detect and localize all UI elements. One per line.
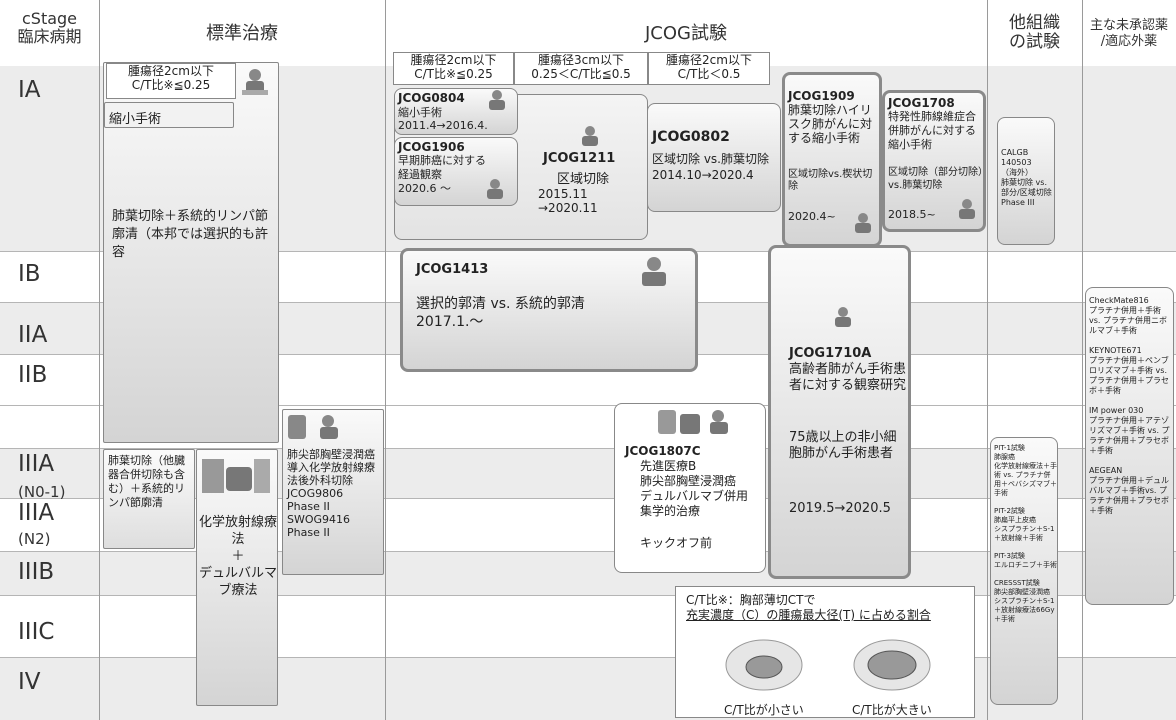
surgeon-icon	[830, 306, 856, 334]
jcog1807c-title: JCOG1807C	[625, 444, 701, 458]
chemo-bag-icon	[656, 406, 736, 440]
header-stage: cStage 臨床病期	[17, 9, 82, 46]
calgb-text: CALGB 140503 （海外） 肺葉切除 vs.部分/区域切除 Phase …	[1001, 148, 1052, 207]
jcog0802-box: JCOG0802 区域切除 vs.肺葉切除 2014.10→2020.4	[647, 103, 781, 212]
jcog1708-box: JCOG1708 特発性肺線維症合併肺がんに対する縮小手術 区域切除（部分切除）…	[882, 90, 986, 232]
jcog1708-body: 特発性肺線維症合併肺がんに対する縮小手術	[888, 110, 976, 151]
subheader-ct-lt05: 腫瘍径2cm以下 C/T比＜0.5	[648, 52, 770, 85]
row-line	[0, 405, 1176, 406]
unapproved-box: CheckMate816 プラチナ併用＋手術 vs. プラチナ併用ニボルマブ＋手…	[1085, 287, 1174, 605]
jcog1211-dates: 2015.11 →2020.11	[538, 187, 598, 215]
stage-sub-label: (N2)	[18, 530, 51, 548]
jcog1909-body: 肺葉切除ハイリスク肺がんに対する縮小手術	[788, 103, 873, 145]
radiation-machine-icon	[200, 453, 274, 503]
jcog1710a-body: 高齢者肺がん手術患者に対する観察研究	[789, 362, 907, 393]
stage-label: IIIA	[18, 500, 55, 526]
stage-label: IIIC	[18, 619, 55, 645]
legend-small-label: C/T比が小さい	[724, 703, 804, 717]
jcog0804-body: 縮小手術 2011.4→2016.4.	[398, 106, 488, 132]
jcog1211-title: JCOG1211	[543, 151, 616, 166]
col-line	[987, 0, 988, 720]
row-line	[0, 448, 1176, 449]
standard-lobectomy-text: 肺葉切除＋系統的リンパ節廓清（本邦では選択的も許容	[112, 209, 269, 260]
header-standard: 標準治療	[206, 23, 278, 44]
jcog1710a-box: JCOG1710A 高齢者肺がん手術患者に対する観察研究 75歳以上の非小細胞肺…	[768, 245, 911, 579]
stage-label: IIB	[18, 362, 48, 388]
header-other: 他組織 の試験	[1009, 13, 1060, 52]
chemo-bag-icon	[286, 411, 346, 445]
jcog1708-title: JCOG1708	[888, 96, 955, 110]
standard-combined-text: 肺葉切除（他臓器合併切除も含む）＋系統的リンパ節廓清	[108, 454, 185, 509]
jcog1708-date: 2018.5~	[888, 208, 936, 221]
row-line	[0, 498, 1176, 499]
jcog0802-title: JCOG0802	[652, 129, 730, 145]
col-line	[99, 0, 100, 720]
row-line	[0, 551, 1176, 552]
row-line	[0, 595, 1176, 596]
pit-text: PIT-1試験 肺腺癌 化学放射線療法＋手術 vs. プラチナ併用＋ベバシズマブ…	[994, 444, 1057, 623]
stage-label: IA	[18, 77, 41, 103]
ct-ratio-illustration	[725, 639, 931, 691]
surgeon-icon	[850, 212, 876, 240]
legend-large-label: C/T比が大きい	[852, 703, 932, 717]
jcog1710a-title: JCOG1710A	[789, 346, 872, 361]
unapproved-text: CheckMate816 プラチナ併用＋手術 vs. プラチナ併用ニボルマブ＋手…	[1089, 296, 1170, 515]
calgb-box: CALGB 140503 （海外） 肺葉切除 vs.部分/区域切除 Phase …	[997, 117, 1055, 245]
jcog1211-body: 区域切除	[557, 172, 610, 187]
jcog1807c-status: キックオフ前	[640, 536, 713, 550]
jcog1413-title: JCOG1413	[416, 262, 489, 277]
jcog1413-body: 選択的郭清 vs. 系統的郭清 2017.1.～	[416, 296, 585, 330]
surgeon-icon	[634, 256, 674, 294]
col-line	[385, 0, 386, 720]
jcog1909-date: 2020.4~	[788, 210, 836, 223]
standard-minimal-label: 縮小手術	[109, 112, 162, 127]
ct-ratio-legend: C/T比※：胸部薄切CTで 充実濃度（C）の腫瘍最大径(T) に占める割合 C/…	[675, 586, 975, 718]
jcog1909-title: JCOG1909	[788, 89, 855, 103]
stage-label: IIIB	[18, 559, 55, 585]
stage-label: IIIA	[18, 451, 55, 477]
subheader-ct025: 腫瘍径2cm以下 C/T比※≦0.25	[393, 52, 514, 85]
surgeon-icon	[577, 125, 603, 153]
jcog1413-box: JCOG1413 選択的郭清 vs. 系統的郭清 2017.1.～	[400, 248, 698, 372]
surgeon-icon	[485, 90, 509, 116]
stage-sub-label: (N0-1)	[18, 483, 66, 501]
row-line	[0, 657, 1176, 658]
standard-combined-box: 肺葉切除（他臓器合併切除も含む）＋系統的リンパ節廓清	[103, 449, 195, 549]
standard-apex-text: 肺尖部胸壁浸潤癌 導入化学放射線療法後外科切除 JCOG9806 Phase I…	[287, 448, 375, 539]
jcog1710a-date: 2019.5→2020.5	[789, 501, 891, 516]
jcog0802-body: 区域切除 vs.肺葉切除 2014.10→2020.4	[652, 152, 769, 182]
header-unapproved: 主な未承認薬 /適応外薬	[1089, 18, 1168, 49]
stage-label: IV	[18, 669, 41, 695]
subheader-ct05: 腫瘍径3cm以下 0.25＜C/T比≦0.5	[514, 52, 648, 85]
legend-line2: 充実濃度（C）の腫瘍最大径(T) に占める割合	[686, 608, 931, 622]
standard-chemo-text: 化学放射線療法 ＋ デュルバルマブ療法	[199, 515, 278, 598]
stage-label: IB	[18, 261, 41, 287]
jcog1807c-box: JCOG1807C 先進医療B 肺尖部胸壁浸潤癌 デュルバルマブ併用 集学的治療…	[614, 403, 766, 573]
jcog1708-sub: 区域切除（部分切除）vs.肺葉切除	[888, 167, 983, 191]
standard-minimal-box: 縮小手術	[104, 102, 234, 128]
col-line	[1082, 0, 1083, 720]
stage-label: IIA	[18, 322, 48, 348]
standard-tumor-note-label: 腫瘍径2cm以下 C/T比※≦0.25	[106, 63, 236, 99]
jcog1807c-body: 先進医療B 肺尖部胸壁浸潤癌 デュルバルマブ併用 集学的治療	[640, 459, 749, 518]
surgeon-icon	[240, 68, 270, 100]
jcog1906-title: JCOG1906	[398, 140, 465, 154]
jcog1710a-body2: 75歳以上の非小細胞肺がん手術患者	[789, 430, 897, 461]
surgeon-icon	[482, 178, 508, 206]
pit-box: PIT-1試験 肺腺癌 化学放射線療法＋手術 vs. プラチナ併用＋ベバシズマブ…	[990, 437, 1058, 705]
jcog0804-title: JCOG0804	[398, 91, 465, 105]
surgeon-icon	[954, 198, 980, 226]
legend-line1: C/T比※：胸部薄切CTで	[686, 593, 816, 607]
jcog1906-body: 早期肺癌に対する 経過観察 2020.6 ～	[398, 154, 486, 195]
jcog1909-sub: 区域切除vs.楔状切除	[788, 169, 873, 192]
header-jcog: JCOG試験	[645, 23, 727, 44]
